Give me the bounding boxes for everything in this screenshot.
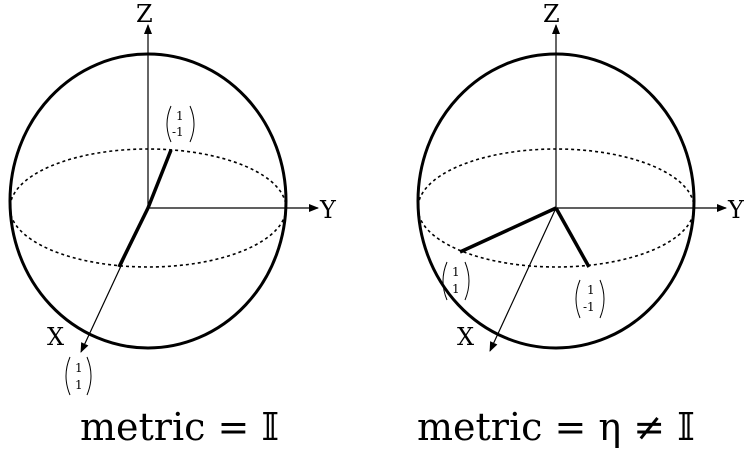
left-paren-open-upper: [166, 105, 172, 143]
left-sphere-diagram: Z Y X 1 -1 1 1 metric = 𝕀: [8, 0, 337, 449]
right-vector-left-top: 1: [452, 265, 460, 279]
left-vector-lower: [117, 207, 150, 268]
right-caption: metric = η ≠ 𝕀: [417, 405, 695, 449]
right-paren-close-left: [464, 261, 470, 301]
left-z-label: Z: [136, 0, 153, 28]
right-vector-right-bottom: -1: [583, 300, 595, 314]
right-vector-left: [459, 206, 557, 254]
right-vector-right: [554, 207, 591, 268]
right-y-label: Y: [727, 196, 744, 224]
left-paren-open-lower: [65, 356, 71, 396]
left-x-label: X: [47, 323, 64, 351]
left-caption: metric = 𝕀: [80, 405, 279, 449]
left-vector-lower-top: 1: [75, 361, 83, 375]
right-vector-right-top: 1: [587, 283, 595, 297]
right-x-axis: [489, 207, 557, 352]
right-sphere-diagram: Z Y X 1 1 1 -1 metric = η ≠ 𝕀: [416, 0, 744, 449]
left-vector-upper: [146, 149, 173, 209]
right-vector-left-bottom: 1: [452, 282, 460, 296]
left-y-label: Y: [319, 196, 337, 224]
left-vector-lower-bottom: 1: [75, 378, 83, 392]
right-paren-close-right: [599, 279, 605, 319]
left-vector-upper-bottom: -1: [172, 125, 184, 139]
left-vector-label-upper: 1 -1: [166, 105, 195, 143]
right-vector-label-right: 1 -1: [575, 279, 605, 319]
left-vector-label-lower: 1 1: [65, 356, 92, 396]
left-vector-upper-top: 1: [176, 109, 184, 123]
left-paren-close-lower: [86, 356, 92, 396]
right-x-label: X: [457, 323, 474, 351]
left-paren-close-upper: [189, 105, 195, 143]
right-vector-label-left: 1 1: [442, 261, 470, 301]
right-paren-open-left: [442, 261, 448, 301]
right-z-label: Z: [543, 0, 560, 28]
right-paren-open-right: [575, 279, 581, 319]
